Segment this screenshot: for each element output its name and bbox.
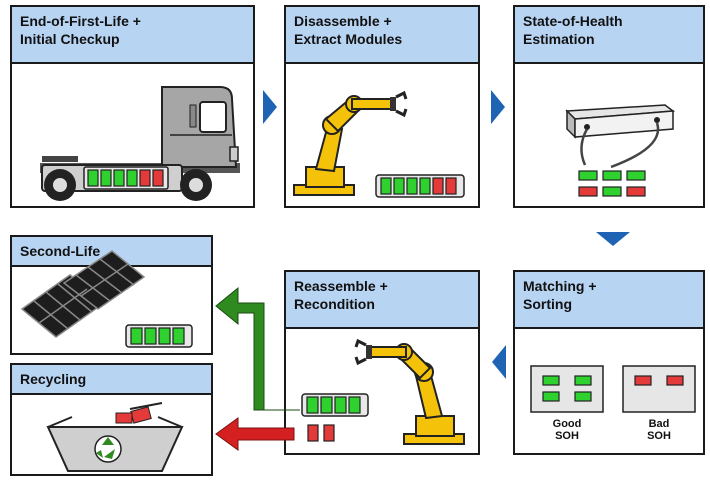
panel-recycling: Recycling	[10, 363, 213, 476]
sorting-bins-icon	[530, 365, 696, 413]
battery-tester-icon	[565, 104, 676, 197]
panel-title-line1: Recycling	[20, 371, 87, 387]
panel-disassemble: Disassemble + Extract Modules	[284, 5, 480, 208]
panel-reassemble: Reassemble + Recondition	[284, 270, 480, 455]
solar-panel-icon	[20, 250, 193, 348]
robot-arm-icon	[354, 338, 465, 445]
panel-title-line1: End-of-First-Life +	[20, 13, 141, 29]
robot-arm-icon	[293, 90, 465, 198]
reassembled-battery	[301, 393, 369, 417]
panel-header: State-of-Health Estimation	[515, 7, 703, 64]
panel-title-line2: Sorting	[523, 296, 572, 312]
panel-title-line1: Matching +	[523, 278, 597, 294]
recycle-icon	[94, 435, 122, 463]
panel-title-line1: Second-Life	[20, 243, 101, 259]
panel-header: Disassemble + Extract Modules	[286, 7, 478, 64]
panel-title-line2: Recondition	[294, 296, 375, 312]
arrow-to-recycling	[215, 417, 295, 451]
panel-second-life: Second-Life	[10, 235, 213, 355]
panel-header: End-of-First-Life + Initial Checkup	[12, 7, 253, 64]
arrow-right-1	[263, 90, 277, 124]
bad-soh-label: Bad SOH	[647, 418, 671, 442]
skip-container-icon	[46, 402, 184, 472]
panel-matching-sorting: Matching + Sorting Good SOH Bad SOH	[513, 270, 705, 455]
panel-title-line1: State-of-Health	[523, 13, 623, 29]
arrow-down	[596, 232, 630, 246]
panel-title-line1: Disassemble +	[294, 13, 392, 29]
truck-icon	[40, 86, 240, 201]
panel-end-of-first-life: End-of-First-Life + Initial Checkup	[10, 5, 255, 208]
arrow-left	[492, 345, 506, 379]
arrow-to-second-life	[215, 286, 300, 411]
rejected-cells	[307, 424, 335, 442]
panel-soh-estimation: State-of-Health Estimation	[513, 5, 705, 208]
arrow-right-2	[491, 90, 505, 124]
panel-header: Matching + Sorting	[515, 272, 703, 329]
panel-title-line2: Extract Modules	[294, 31, 403, 47]
panel-title-line1: Reassemble +	[294, 278, 388, 294]
panel-title-line2: Initial Checkup	[20, 31, 120, 47]
good-soh-label: Good SOH	[552, 418, 582, 442]
panel-header: Second-Life	[12, 237, 211, 267]
panel-header: Reassemble + Recondition	[286, 272, 478, 329]
panel-header: Recycling	[12, 365, 211, 395]
panel-title-line2: Estimation	[523, 31, 595, 47]
